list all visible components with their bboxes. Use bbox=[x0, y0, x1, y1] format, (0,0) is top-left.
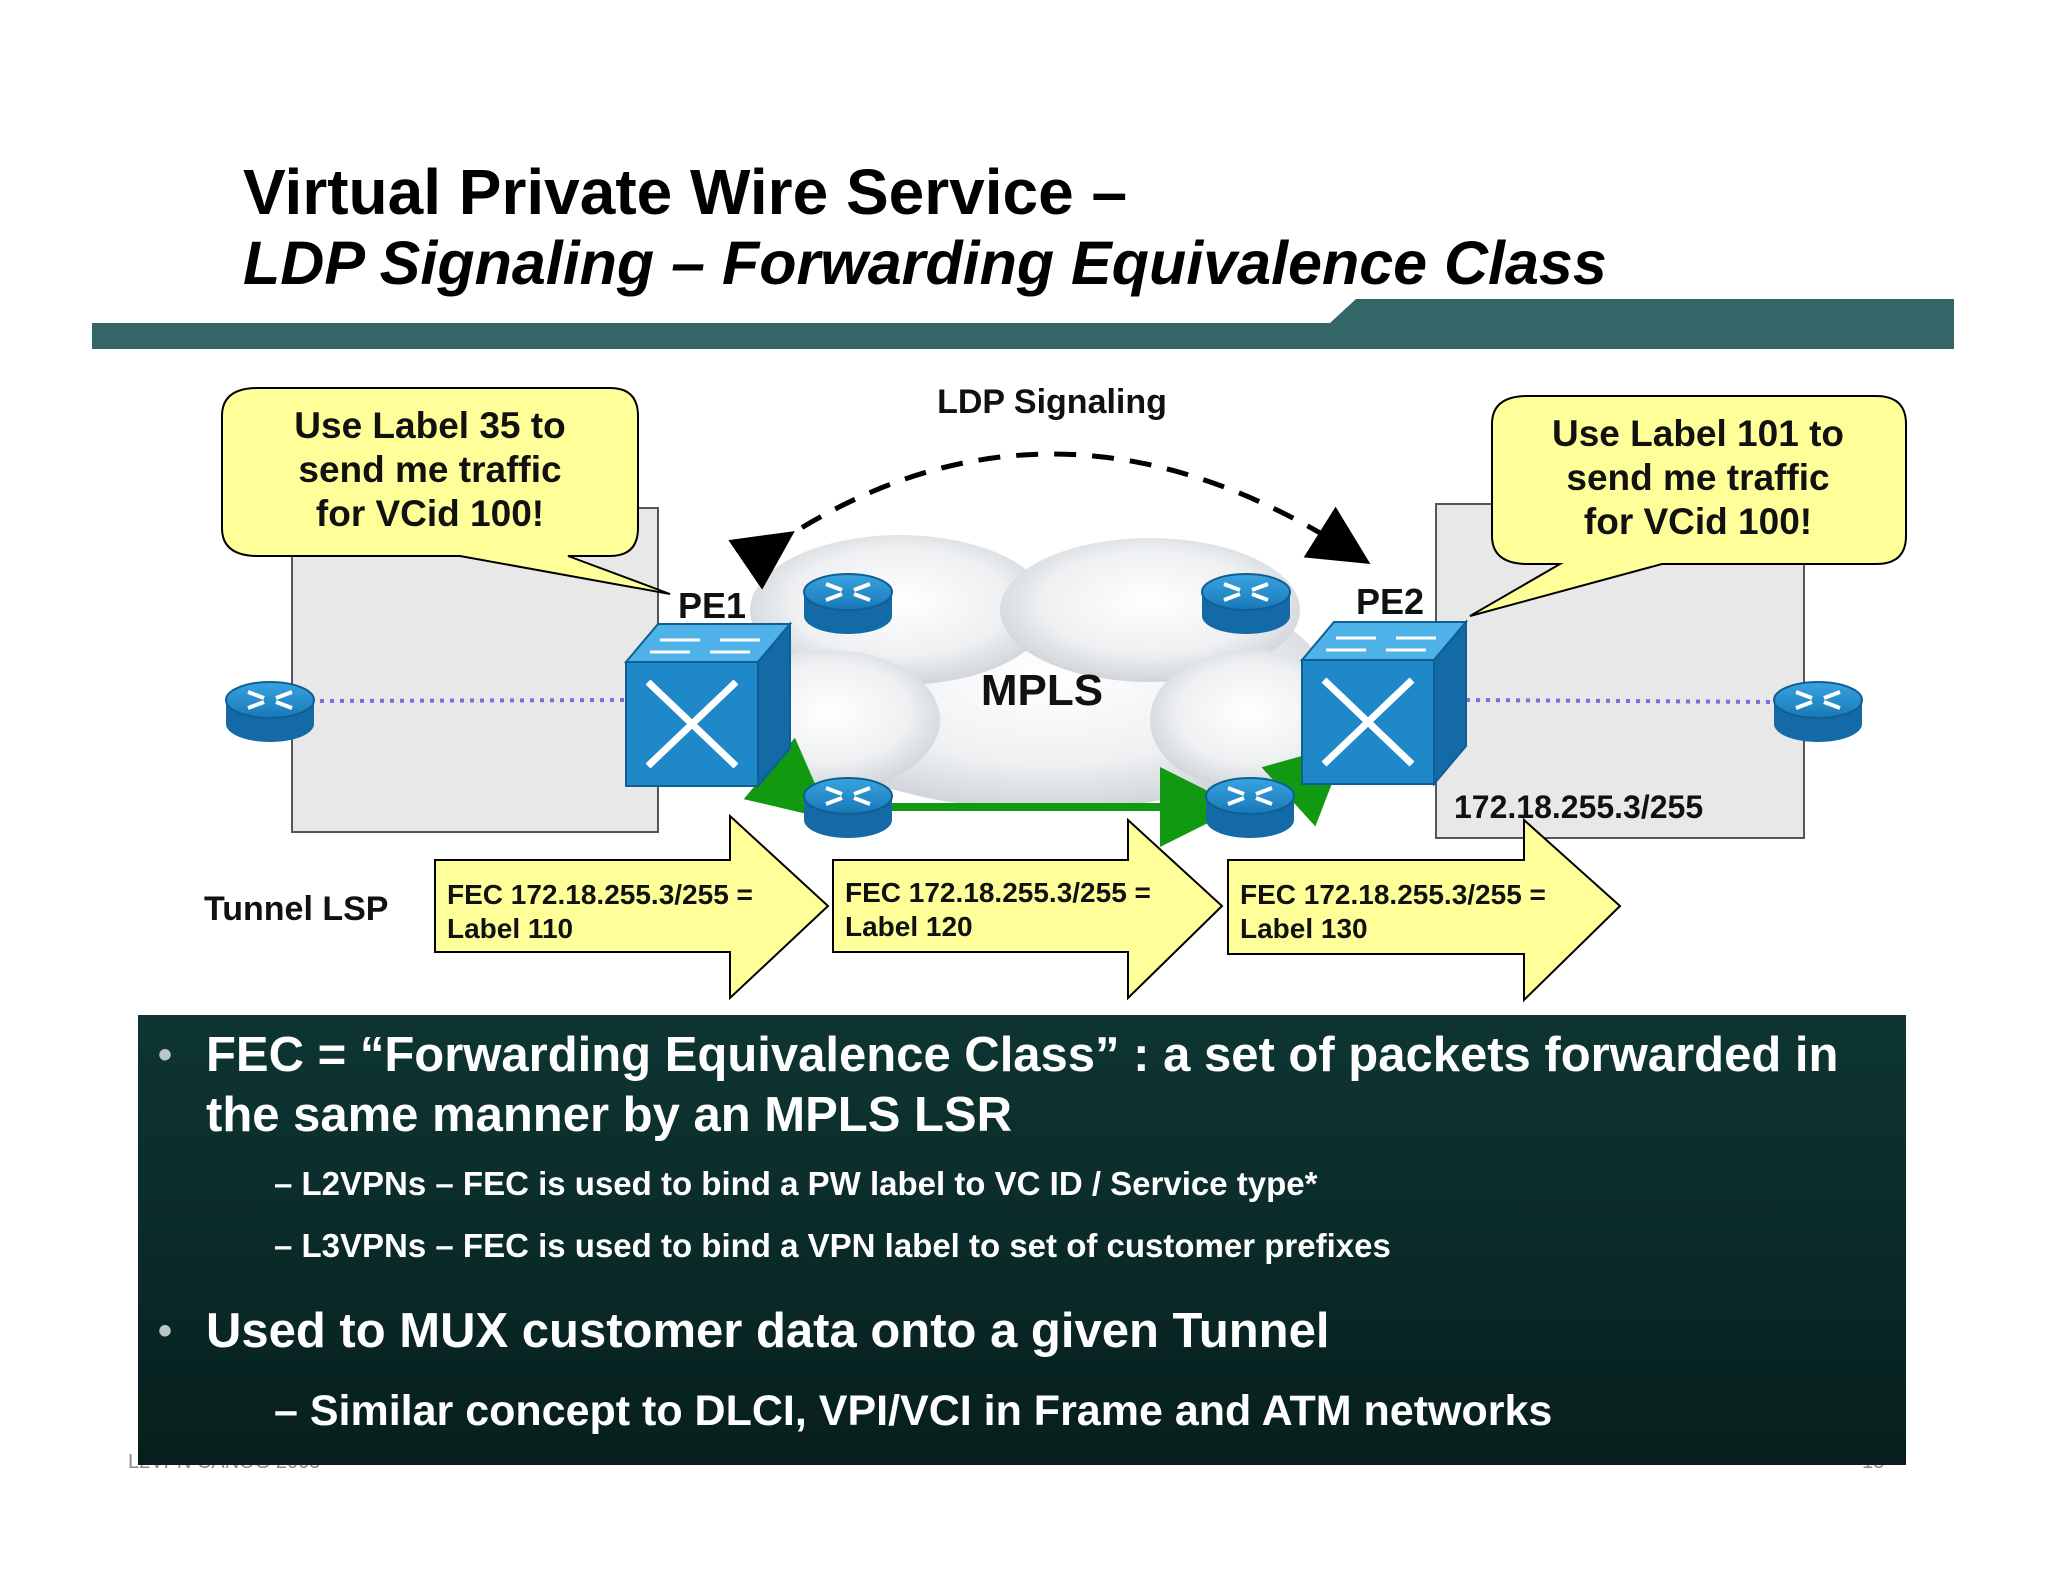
fec-arrow-3: FEC 172.18.255.3/255 = Label 130 bbox=[1227, 817, 1622, 1003]
fec-arrow-2-line-2: Label 120 bbox=[845, 911, 973, 942]
fec-arrow-1-line-1: FEC 172.18.255.3/255 = bbox=[447, 879, 753, 910]
customer-site-left bbox=[291, 507, 659, 833]
router-icon bbox=[803, 777, 893, 838]
router-icon bbox=[803, 573, 893, 634]
router-icon bbox=[1205, 777, 1295, 838]
callout-left: Use Label 35 to send me traffic for VCid… bbox=[221, 387, 671, 595]
callout-right-line-2: send me traffic bbox=[1566, 457, 1829, 498]
bullet-2: • Used to MUX customer data onto a given… bbox=[158, 1301, 1886, 1361]
fec-arrow-2-line-1: FEC 172.18.255.3/255 = bbox=[845, 877, 1151, 908]
callout-left-line-1: Use Label 35 to bbox=[294, 405, 565, 446]
title-accent-bar bbox=[92, 299, 1954, 349]
callout-right-line-3: for VCid 100! bbox=[1584, 501, 1812, 542]
bullet-1-marker: • bbox=[158, 1033, 173, 1077]
fec-arrow-1: FEC 172.18.255.3/255 = Label 110 bbox=[434, 813, 830, 1001]
slide-title: Virtual Private Wire Service – LDP Signa… bbox=[243, 156, 1607, 298]
attachment-circuit-right bbox=[1465, 698, 1777, 704]
bullet-1: • FEC = “Forwarding Equivalence Class” :… bbox=[158, 1025, 1886, 1145]
router-icon bbox=[1201, 573, 1291, 634]
tunnel-lsp-label: Tunnel LSP bbox=[204, 890, 388, 928]
fec-arrow-1-line-2: Label 110 bbox=[447, 913, 573, 944]
title-line-1: Virtual Private Wire Service – bbox=[243, 156, 1128, 228]
callout-right-line-1: Use Label 101 to bbox=[1552, 413, 1844, 454]
router-icon bbox=[1773, 681, 1863, 742]
router-icon bbox=[225, 681, 315, 742]
callout-left-line-3: for VCid 100! bbox=[316, 493, 544, 534]
pe2-address: 172.18.255.3/255 bbox=[1454, 789, 1703, 825]
mpls-label: MPLS bbox=[981, 666, 1103, 715]
pe1-label: PE1 bbox=[678, 585, 746, 626]
bullet-1-sub-2: – L3VPNs – FEC is used to bind a VPN lab… bbox=[274, 1227, 1391, 1264]
ldp-signaling-arc bbox=[728, 451, 1371, 590]
bullet-1-text: FEC = “Forwarding Equivalence Class” : a… bbox=[206, 1028, 1839, 1142]
bullet-panel: • FEC = “Forwarding Equivalence Class” :… bbox=[138, 1015, 1906, 1465]
callout-right: Use Label 101 to send me traffic for VCi… bbox=[1469, 395, 1907, 617]
pe1-switch-icon bbox=[623, 621, 793, 789]
pe2-switch-icon bbox=[1299, 619, 1469, 787]
attachment-circuit-left bbox=[309, 698, 631, 703]
bullet-2-marker: • bbox=[158, 1309, 173, 1353]
fec-arrow-2: FEC 172.18.255.3/255 = Label 120 bbox=[832, 817, 1224, 1001]
fec-arrow-3-line-1: FEC 172.18.255.3/255 = bbox=[1240, 879, 1546, 910]
pe2-label: PE2 bbox=[1356, 581, 1424, 622]
bullet-2-text: Used to MUX customer data onto a given T… bbox=[206, 1304, 1330, 1358]
title-line-2: LDP Signaling – Forwarding Equivalence C… bbox=[243, 229, 1607, 297]
ldp-signaling-label: LDP Signaling bbox=[937, 383, 1167, 421]
fec-arrow-3-line-2: Label 130 bbox=[1240, 913, 1368, 944]
bullet-1-sub-1: – L2VPNs – FEC is used to bind a PW labe… bbox=[274, 1165, 1318, 1202]
bullet-2-sub-1: – Similar concept to DLCI, VPI/VCI in Fr… bbox=[274, 1387, 1553, 1435]
callout-left-line-2: send me traffic bbox=[298, 449, 561, 490]
